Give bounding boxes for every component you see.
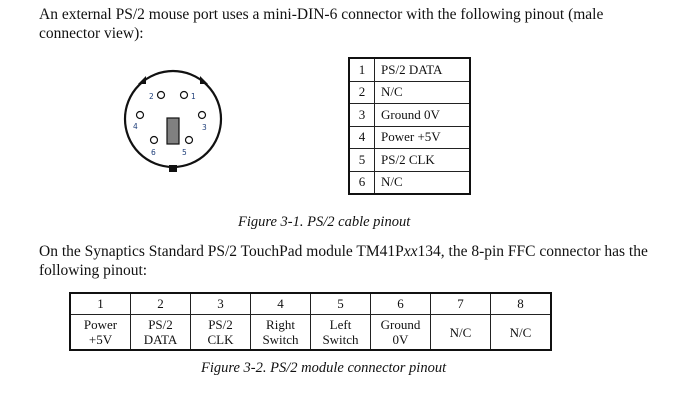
pin-number-cell: 4	[348, 125, 375, 149]
intro-paragraph: An external PS/2 mouse port uses a mini-…	[39, 6, 604, 42]
signal-cell: PS/2 CLK	[374, 148, 471, 172]
signal-line: N/C	[449, 324, 472, 340]
signal-line: Switch	[322, 332, 359, 347]
signal-line: PS/2	[208, 317, 233, 332]
signal-line: DATA	[143, 332, 178, 347]
figure-3-2-caption: Figure 3-2. PS/2 module connector pinout	[201, 360, 447, 376]
signal-line: Ground	[380, 317, 421, 332]
pin-hole-3	[197, 110, 207, 120]
pin-number-cell: 3	[190, 292, 251, 315]
pin-number-cell: 2	[348, 80, 375, 104]
connector-notch-right	[200, 76, 208, 84]
signal-line: Right	[266, 317, 295, 332]
figure-3-1-caption: Figure 3-1. PS/2 cable pinout	[238, 214, 411, 230]
signal-cell: Power+5V	[69, 314, 131, 351]
signal-line: PS/2	[148, 317, 173, 332]
pin-number-cell: 8	[490, 292, 552, 315]
signal-line: +5V	[88, 332, 113, 347]
pin-number-cell: 7	[430, 292, 491, 315]
pin-label-3: 3	[202, 123, 207, 132]
pin-number-cell: 5	[310, 292, 371, 315]
pin-hole-4	[135, 110, 145, 120]
pin-number-cell: 3	[348, 103, 375, 127]
pin-hole-5	[184, 135, 194, 145]
mini-din-6-connector-diagram: 1 2 3 4 5 6	[123, 69, 223, 172]
pin-number-cell: 6	[370, 292, 431, 315]
signal-cell: Ground 0V	[374, 103, 471, 127]
signal-line: 0V	[392, 332, 409, 347]
pin-label-6: 6	[151, 148, 156, 157]
pin-label-5: 5	[182, 148, 187, 157]
pin-hole-6	[149, 135, 159, 145]
pin-hole-1	[179, 90, 189, 100]
signal-line: Switch	[262, 332, 299, 347]
pin-number-cell: 2	[130, 292, 191, 315]
signal-cell: N/C	[490, 314, 552, 351]
connector-notch-bottom	[169, 165, 177, 172]
pin-number-cell: 1	[348, 57, 375, 82]
signal-line: N/C	[509, 324, 532, 340]
pin-label-1: 1	[191, 92, 196, 101]
pin-number-cell: 6	[348, 170, 375, 195]
module-paragraph: On the Synaptics Standard PS/2 TouchPad …	[39, 243, 648, 279]
connector-key	[166, 117, 180, 145]
pin-hole-2	[156, 90, 166, 100]
signal-line: Left	[329, 317, 352, 332]
signal-line: Power	[83, 317, 118, 332]
pin-number-cell: 4	[250, 292, 311, 315]
signal-cell: N/C	[430, 314, 491, 351]
connector-notch-left	[138, 76, 146, 84]
signal-cell: PS/2 DATA	[374, 57, 471, 82]
signal-cell: Power +5V	[374, 125, 471, 149]
pin-label-2: 2	[149, 92, 154, 101]
signal-line: CLK	[207, 332, 234, 347]
pin-label-4: 4	[133, 122, 138, 131]
signal-cell: N/C	[374, 170, 471, 195]
signal-cell: N/C	[374, 80, 471, 104]
pin-number-cell: 5	[348, 148, 375, 172]
model-wildcard: xx	[403, 243, 418, 260]
pin-number-cell: 1	[69, 292, 131, 315]
